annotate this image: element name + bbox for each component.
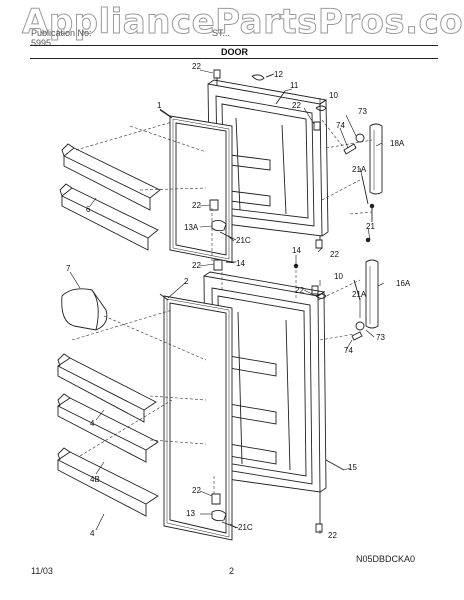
lower-door-bins <box>57 353 159 517</box>
header-rule-bottom <box>30 58 438 59</box>
callout-12: 12 <box>274 70 283 79</box>
upper-handle-18a <box>343 123 383 243</box>
callout-10: 10 <box>329 91 338 100</box>
watermark: AppliancePartsPros.com <box>21 2 464 43</box>
publication-label: Publication No: <box>31 28 92 38</box>
callout-15: 15 <box>348 463 357 472</box>
callout-22: 22 <box>295 286 304 295</box>
callout-74: 74 <box>336 121 345 130</box>
footer-diagram-code: N05DBDCKA0 <box>356 554 416 564</box>
callout-14: 14 <box>236 259 245 268</box>
callout-22: 22 <box>192 261 201 270</box>
callout-4: 4 <box>90 419 95 428</box>
callout-4: 4 <box>90 529 95 538</box>
callout-6: 6 <box>86 205 91 214</box>
callout-21c: 21C <box>236 236 251 245</box>
callout-7: 7 <box>66 264 71 273</box>
callout-21c: 21C <box>238 523 253 532</box>
callout-22: 22 <box>192 62 201 71</box>
upper-door-assembly <box>159 69 329 263</box>
callout-16a: 16A <box>396 279 411 288</box>
callout-4b: 4B <box>90 475 100 484</box>
footer-date: 11/03 <box>31 566 53 576</box>
callout-22: 22 <box>192 486 201 495</box>
callout-73: 73 <box>376 333 385 342</box>
callout-22: 22 <box>292 101 301 110</box>
footer-page-number: 2 <box>229 566 235 576</box>
callout-22: 22 <box>328 531 337 540</box>
callout-leaders <box>69 69 385 534</box>
section-title: DOOR <box>221 47 248 57</box>
callout-22: 22 <box>192 201 201 210</box>
publication-value: 5995... <box>31 38 59 48</box>
callout-1: 1 <box>157 101 162 110</box>
lower-door-assembly <box>159 259 345 541</box>
callout-11: 11 <box>290 81 299 90</box>
model-label: ST... <box>212 28 231 38</box>
callout-74: 74 <box>344 346 353 355</box>
callout-21a: 21A <box>352 165 367 174</box>
callout-18a: 18A <box>390 139 405 148</box>
upper-door-bins <box>59 143 161 251</box>
callout-labels: 22 12 11 10 22 1 73 74 18A 21A 6 22 13A … <box>66 62 411 540</box>
lower-handle-16a <box>293 259 379 341</box>
callout-73: 73 <box>358 107 367 116</box>
header-rule-top <box>30 45 438 46</box>
assembly-guide-lines <box>71 119 373 496</box>
callout-21a: 21A <box>352 290 367 299</box>
callout-10: 10 <box>334 272 343 281</box>
callout-13a: 13A <box>184 223 199 232</box>
callout-14: 14 <box>292 246 301 255</box>
callout-22: 22 <box>330 250 339 259</box>
callout-13: 13 <box>186 509 195 518</box>
callout-21: 21 <box>366 222 375 231</box>
callout-2: 2 <box>184 277 189 286</box>
dairy-compartment-7 <box>61 288 108 331</box>
